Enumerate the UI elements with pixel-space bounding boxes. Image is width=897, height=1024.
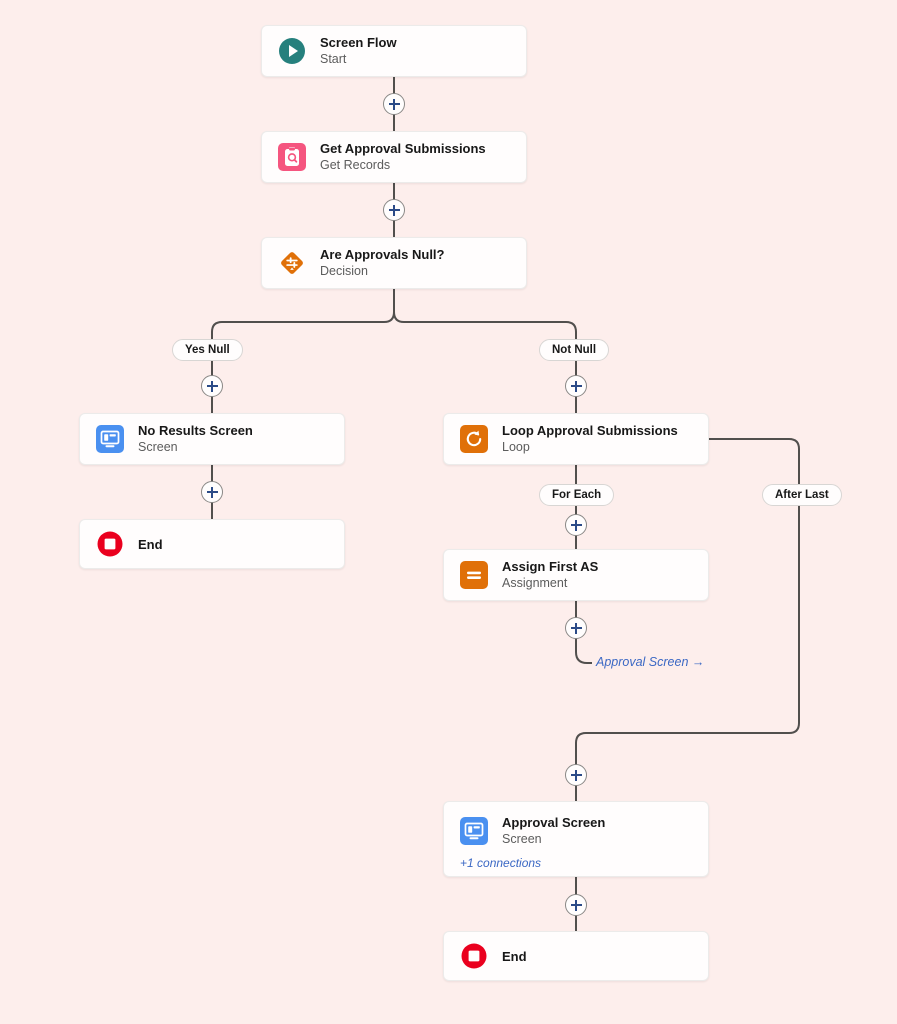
add-element-not-null-branch[interactable] (565, 375, 587, 397)
node-title: Assign First AS (502, 559, 599, 574)
node-title: Are Approvals Null? (320, 247, 445, 262)
node-subtitle: Screen (138, 440, 178, 454)
node-subtitle: Get Records (320, 158, 391, 172)
assignment-node[interactable]: Assign First AS Assignment (443, 549, 709, 601)
screen-monitor-icon (460, 817, 488, 845)
node-subtitle: Start (320, 52, 347, 66)
start-node[interactable]: Screen Flow Start (261, 25, 527, 77)
node-title: Get Approval Submissions (320, 141, 486, 156)
end-node-right[interactable]: End (443, 931, 709, 981)
node-title: Approval Screen (502, 815, 606, 830)
node-title: Loop Approval Submissions (502, 423, 678, 438)
get-records-node[interactable]: Get Approval Submissions Get Records (261, 131, 527, 183)
no-results-screen-node[interactable]: No Results Screen Screen (79, 413, 345, 465)
add-element-after-approval-screen[interactable] (565, 894, 587, 916)
decision-node[interactable]: Are Approvals Null? Decision (261, 237, 527, 289)
play-circle-icon (278, 37, 306, 65)
node-subtitle: Decision (320, 264, 368, 278)
add-element-after-get-records[interactable] (383, 199, 405, 221)
node-subtitle: Assignment (502, 576, 568, 590)
add-element-for-each-branch[interactable] (565, 514, 587, 536)
assignment-equals-icon (460, 561, 488, 589)
screen-monitor-icon (96, 425, 124, 453)
node-subtitle: Loop (502, 440, 530, 454)
branch-label-text: For Each (552, 489, 602, 501)
approval-screen-node[interactable]: Approval Screen Screen +1 connections (443, 801, 709, 877)
node-subtitle: Screen (502, 832, 542, 846)
add-element-before-approval-screen[interactable] (565, 764, 587, 786)
node-title: End (138, 536, 163, 552)
end-node-left[interactable]: End (79, 519, 345, 569)
stop-circle-icon (460, 942, 488, 970)
branch-label-not-null[interactable]: Not Null (539, 339, 610, 361)
loop-refresh-icon (460, 425, 488, 453)
branch-label-yes-null[interactable]: Yes Null (172, 339, 243, 361)
stop-circle-icon (96, 530, 124, 558)
node-title: No Results Screen (138, 423, 253, 438)
add-element-after-start[interactable] (383, 93, 405, 115)
goto-connector-link[interactable]: Approval Screen → (596, 655, 704, 669)
branch-label-after-last[interactable]: After Last (762, 484, 842, 506)
node-title: Screen Flow (320, 35, 397, 50)
branch-label-text: Yes Null (185, 344, 230, 356)
add-element-after-assignment[interactable] (565, 617, 587, 639)
node-title: End (502, 948, 527, 964)
clipboard-search-icon (278, 143, 306, 171)
decision-diamond-icon (278, 249, 306, 277)
branch-label-for-each[interactable]: For Each (539, 484, 615, 506)
extra-connections-label[interactable]: +1 connections (460, 856, 542, 870)
add-element-yes-null-branch[interactable] (201, 375, 223, 397)
branch-label-text: After Last (775, 489, 829, 501)
branch-label-text: Not Null (552, 344, 597, 356)
loop-node[interactable]: Loop Approval Submissions Loop (443, 413, 709, 465)
goto-connector-label: Approval Screen → (596, 655, 705, 669)
add-element-after-no-results-screen[interactable] (201, 481, 223, 503)
